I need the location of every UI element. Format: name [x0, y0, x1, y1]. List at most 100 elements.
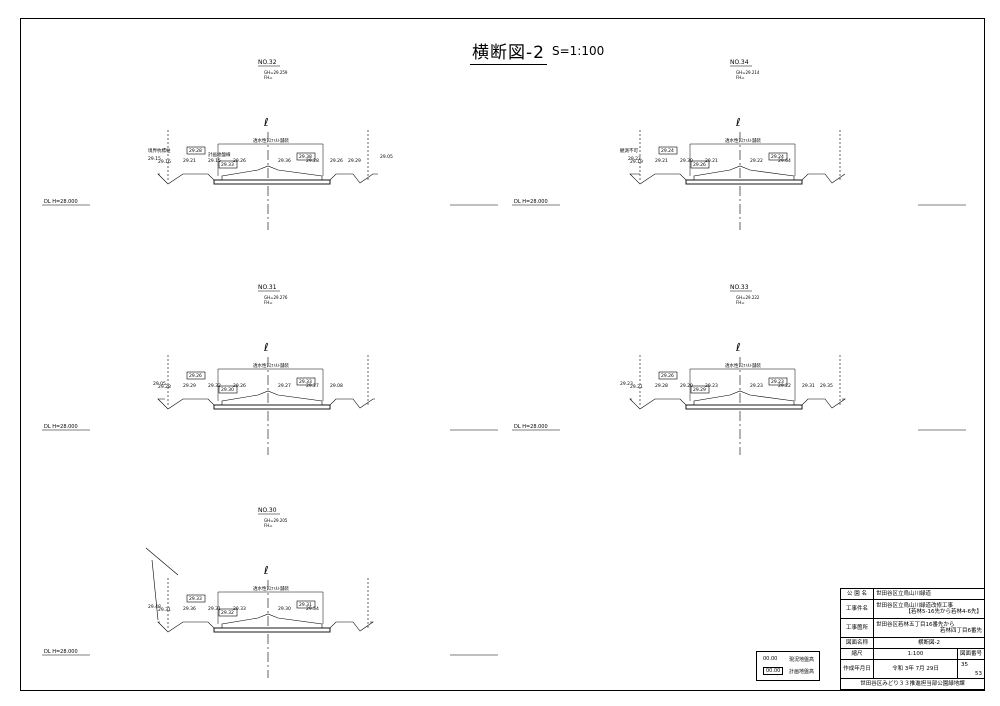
- section-3-boxed-frame: [658, 371, 678, 380]
- section-2-label: 29.32: [208, 383, 221, 389]
- section-2-boxed-value: 29.30: [221, 387, 234, 393]
- section-0-label: 29.05: [380, 154, 393, 160]
- tb-work-key: 工事件名: [840, 599, 874, 619]
- section-4-label: 29.36: [183, 606, 196, 612]
- section-4-boxed-value: 29.32: [221, 610, 234, 616]
- section-3-boxed-value: 29.23: [771, 379, 784, 385]
- section-0-pavement-base: [213, 179, 331, 185]
- section-2-pavement-label: 透水性ｱｽﾌｧﾙﾄ舗装: [253, 362, 289, 369]
- legend-plan-label: 計画地盤高: [789, 669, 815, 675]
- section-1-fh: FH=: [736, 75, 745, 80]
- section-4-dl-label: DL H=28.000: [44, 649, 78, 655]
- section-2-no: NO.31: [258, 284, 277, 291]
- section-1-boxed-value: 29.24: [771, 154, 784, 160]
- section-4-label: 29.31: [208, 606, 221, 612]
- section-4-label: 29.31: [158, 607, 171, 613]
- tb-sheet-no: 35: [961, 662, 968, 668]
- legend-plan-value: 00.00: [763, 667, 784, 675]
- tb-work-name-2: 【若林5-16先から若林4-6先】: [905, 609, 982, 615]
- slope-line: [145, 547, 179, 576]
- section-2-ground-line: [157, 390, 375, 410]
- tb-scale-key: 縮尺: [840, 648, 874, 660]
- section-2-label: 29.29: [183, 383, 196, 389]
- section-1-no: NO.34: [730, 59, 749, 66]
- section-3-boxed-value: 29.26: [661, 373, 674, 379]
- tb-date: 令和 3年 7月 29日: [873, 659, 958, 679]
- section-2-label: 29.27: [306, 383, 319, 389]
- section-4-pavement-label: 透水性ｱｽﾌｧﾙﾄ舗装: [253, 585, 289, 592]
- tb-sheet-number: 35 53: [957, 659, 985, 679]
- section-0-gh: GH=29.259: [264, 70, 288, 75]
- section-2-fh: FH=: [264, 300, 273, 305]
- section-3-label: 29.23: [705, 383, 718, 389]
- section-2-cl-symbol: ℓ: [263, 341, 269, 354]
- section-4-label: 29.48: [148, 604, 161, 610]
- section-4-no: NO.30: [258, 507, 277, 514]
- section-3-pavement-base: [685, 404, 803, 410]
- tb-date-key: 作成年月日: [840, 659, 874, 679]
- section-3-boxed-frame: [768, 377, 788, 386]
- tb-scale: 1:100: [873, 648, 958, 660]
- section-1-boxed-frame: [768, 152, 788, 161]
- tb-location-1: 世田谷区若林五丁目16番先から: [876, 621, 955, 628]
- section-4-ground-line: [157, 613, 374, 633]
- section-4-boxed-value: 29.33: [189, 596, 202, 602]
- section-1-cl-symbol: ℓ: [735, 116, 741, 129]
- section-1-note: 観測不可: [620, 147, 638, 154]
- section-0-label: 29.26: [233, 158, 246, 164]
- section-0-boxed-frame: [218, 160, 238, 169]
- section-4-label: 29.30: [278, 606, 291, 612]
- drawing-title: 横断図-2: [470, 38, 547, 65]
- tb-drawing-name-key: 図面名称: [840, 637, 874, 649]
- section-0-ground-line: [157, 165, 378, 185]
- slope-edge: [151, 559, 159, 621]
- section-0-pavement-label: 透水性ｱｽﾌｧﾙﾄ舗装: [253, 137, 289, 144]
- legend-existing-label: 現況地盤高: [789, 657, 815, 663]
- section-4-boxed-frame: [296, 600, 316, 609]
- section-4-cl-symbol: ℓ: [263, 564, 269, 577]
- section-3-no: NO.33: [730, 284, 749, 291]
- tb-dept: 世田谷区みどり３３推進担当部公園緑地課: [840, 678, 985, 690]
- section-2-boxed-value: 29.33: [299, 379, 312, 385]
- tb-park-key: 公 園 名: [840, 588, 874, 600]
- section-0-cl-symbol: ℓ: [263, 116, 269, 129]
- drawing-scale: S=1:100: [552, 44, 605, 58]
- section-2-label: 29.28: [158, 384, 171, 390]
- section-0-boxed-frame: [296, 152, 316, 161]
- section-4-boxed-frame: [186, 594, 206, 603]
- tb-sheet-total: 53: [975, 670, 982, 677]
- section-4-boxed-value: 29.31: [299, 602, 312, 608]
- legend: 00.00 現況地盤高 00.00 計画地盤高: [756, 651, 820, 681]
- section-3-dl-label: DL H=28.000: [514, 424, 548, 430]
- tb-sheet-no-key: 図面番号: [957, 648, 985, 660]
- section-0-boxed-frame: [186, 146, 206, 155]
- section-3-cl-symbol: ℓ: [735, 341, 741, 354]
- title-block: 公 園 名世田谷区立烏山川緑道 工事件名世田谷区立烏山川緑道改修工事【若林5-1…: [840, 588, 985, 690]
- section-1-gh: GH=29.214: [736, 70, 760, 75]
- tb-park-name: 世田谷区立烏山川緑道: [873, 588, 985, 600]
- section-2-pavement-base: [213, 404, 331, 410]
- section-3-label: 29.35: [820, 383, 833, 389]
- section-3-label: 29.21: [630, 384, 643, 390]
- section-2-label: 29.05: [153, 381, 166, 387]
- section-0-label: 29.15: [208, 158, 221, 164]
- section-0-fh: FH=: [264, 75, 273, 80]
- section-0-label: 29.28: [306, 158, 319, 164]
- section-4-boxed-frame: [218, 608, 238, 617]
- section-4-label: 29.33: [233, 606, 246, 612]
- section-1-label: 29.22: [750, 158, 763, 164]
- section-0-label: 29.16: [158, 159, 171, 165]
- section-3-ground-line: [629, 390, 846, 410]
- section-1-ground-line: [629, 165, 846, 185]
- section-3-label: 29.23: [750, 383, 763, 389]
- section-0-label: 29.29: [348, 158, 361, 164]
- section-1-boxed-value: 29.24: [661, 148, 674, 154]
- section-3-label: 29.23: [620, 381, 633, 387]
- section-3-label: 29.22: [778, 383, 791, 389]
- section-3-fh: FH=: [736, 300, 745, 305]
- section-2-dl-label: DL H=28.000: [44, 424, 78, 430]
- section-1-label: 29.30: [680, 158, 693, 164]
- section-1-label: 29.21: [705, 158, 718, 164]
- section-1-pavement-base: [685, 179, 803, 185]
